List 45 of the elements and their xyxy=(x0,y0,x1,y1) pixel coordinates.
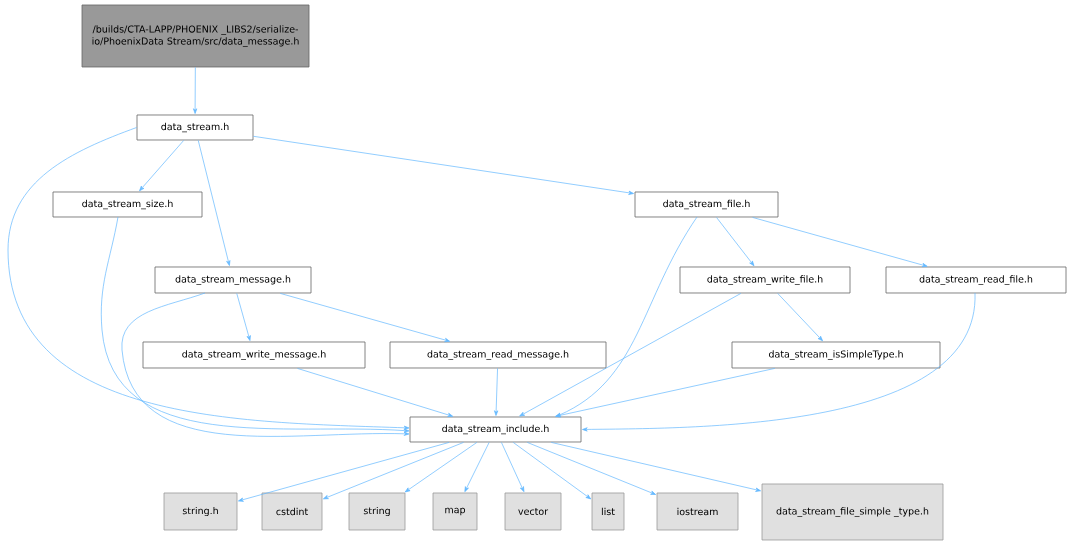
file-box: data_stream_isSimpleType.h xyxy=(731,341,941,369)
arrow xyxy=(193,67,198,114)
file-box: list xyxy=(591,492,625,531)
arrow xyxy=(121,292,410,437)
arrow xyxy=(582,292,976,432)
arrow xyxy=(777,293,823,342)
arrow xyxy=(197,140,231,266)
arrow xyxy=(494,368,499,416)
file-box: data_stream_message.h xyxy=(154,266,312,294)
file-box: data_stream_include.h xyxy=(409,416,582,443)
file-box: map xyxy=(432,492,478,531)
file-box: /builds/CTA-LAPP/PHOENIX _LIBS2/serialize-io/PhoenixData Stream/src/data_message.h xyxy=(81,4,310,68)
file-box: string.h xyxy=(163,492,238,531)
arrow xyxy=(139,140,185,192)
file-box: data_stream_write_message.h xyxy=(142,341,366,369)
file-box: data_stream_file.h xyxy=(634,191,779,218)
arrow xyxy=(716,217,755,267)
arrow xyxy=(236,293,251,341)
file-box: data_stream_read_message.h xyxy=(389,341,607,369)
file-box: cstdint xyxy=(261,492,323,531)
arrow xyxy=(7,127,410,430)
file-box: data_stream_size.h xyxy=(52,191,203,218)
arrow xyxy=(519,293,742,417)
arrow xyxy=(297,368,454,417)
arrow xyxy=(501,442,525,492)
file-box: string xyxy=(348,492,406,531)
arrow xyxy=(555,216,698,417)
arrow xyxy=(100,216,410,433)
file-box: data_stream.h xyxy=(136,114,254,141)
arrow xyxy=(526,442,656,495)
file-box: data_stream_write_file.h xyxy=(679,266,851,294)
arrow xyxy=(238,442,450,502)
arrow xyxy=(323,442,464,500)
arrow xyxy=(279,293,451,343)
arrow xyxy=(550,442,761,492)
file-box: vector xyxy=(504,492,562,531)
file-box: iostream xyxy=(656,492,739,531)
arrow xyxy=(404,442,478,493)
file-box: data_stream_file_simple _type.h xyxy=(761,483,944,541)
arrow xyxy=(752,217,928,268)
arrow xyxy=(555,368,776,418)
file-box: data_stream_read_file.h xyxy=(885,266,1067,294)
arrow xyxy=(253,135,634,195)
arrow xyxy=(512,442,592,500)
arrow xyxy=(464,442,490,492)
